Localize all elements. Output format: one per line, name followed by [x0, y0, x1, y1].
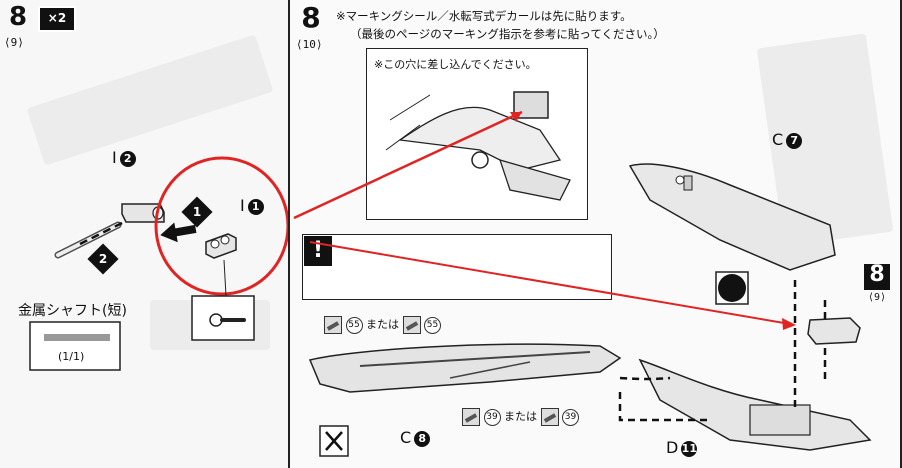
ref-step-number: 8	[864, 264, 890, 290]
shaft-label: 金属シャフト(短)	[18, 303, 127, 319]
part-d11-shape	[638, 358, 872, 451]
order-marker-1: 1	[181, 196, 213, 228]
step-panel-right: 8 ⟨10⟩ ※マーキングシール／水転写式デカールは先に貼ります。 （最後のペー…	[290, 0, 902, 468]
marking-instruction-a: 55 または 55	[324, 316, 441, 334]
marking-instruction-b: 39 または 39	[462, 408, 579, 426]
ref-step-sub-number: ⟨9⟩	[868, 292, 887, 303]
inset-drawing	[385, 91, 571, 201]
left-assembly-drawing	[29, 156, 288, 371]
decal-icon	[402, 316, 421, 334]
part-i1-shape	[205, 233, 237, 259]
step-sub-number: ⟨9⟩	[4, 36, 24, 49]
inset-note: ※この穴に差し込んでください。	[374, 58, 537, 71]
marking-note-line2: （最後のページのマーキング指示を参考に貼ってください。）	[350, 27, 665, 41]
step-number: 8	[8, 2, 28, 32]
order-marker-2: 2	[87, 243, 119, 275]
marking-note-line1: ※マーキングシール／水転写式デカールは先に貼ります。	[336, 9, 632, 23]
decal-icon	[540, 408, 559, 426]
warning-icon: !	[304, 236, 332, 266]
part-c8-shape	[308, 343, 622, 393]
multiplier-badge: ×2	[38, 6, 76, 32]
shaft-quantity: (1/1)	[58, 350, 85, 363]
marking-sticker-icon	[462, 408, 480, 426]
marking-sticker-icon	[324, 316, 342, 334]
part-c7-shape	[628, 163, 836, 271]
step-sub-number: ⟨10⟩	[296, 38, 323, 51]
step-number: 8	[301, 1, 321, 34]
right-assembly-drawing	[293, 91, 872, 457]
